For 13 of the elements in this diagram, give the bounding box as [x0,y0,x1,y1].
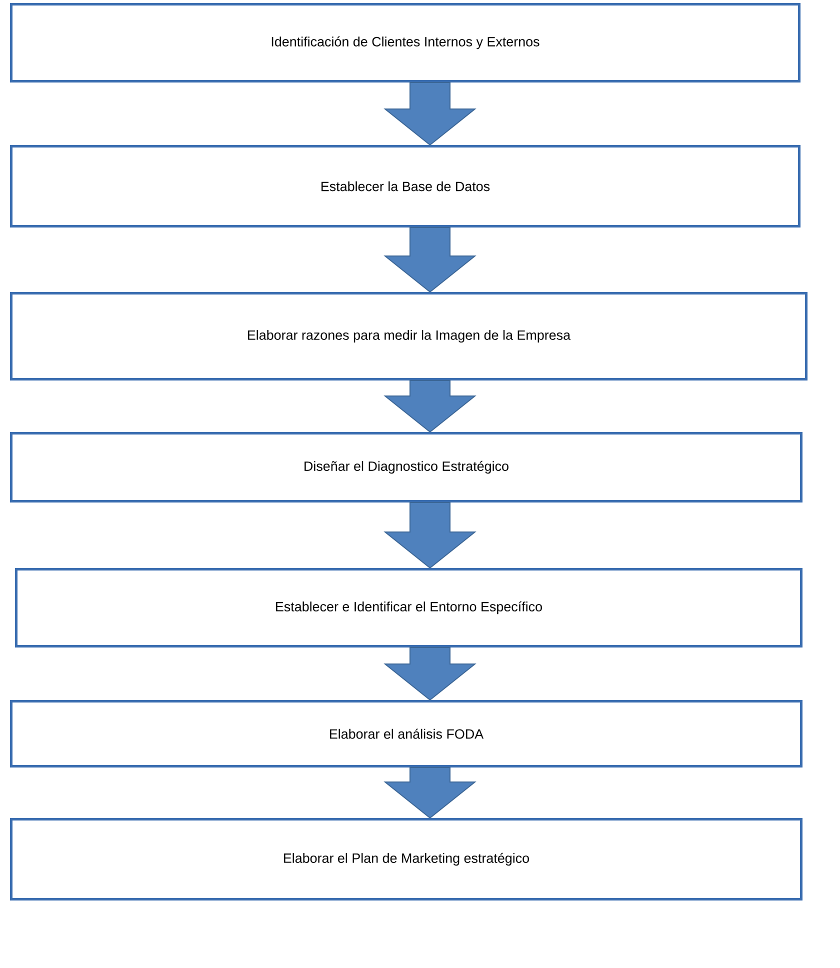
block-arrow [384,82,476,146]
process-box: Identificación de Clientes Internos y Externos [10,3,800,82]
process-box: Elaborar razones para medir la Imagen de la Empresa [10,292,808,380]
block-arrow [384,502,476,569]
process-box: Diseñar el Diagnostico Estratégico [10,432,802,502]
block-arrow [384,767,476,819]
block-arrow [384,380,476,433]
process-box: Elaborar el Plan de Marketing estratégico [10,818,802,900]
block-arrow [384,227,476,293]
block-arrow [384,647,476,701]
process-box: Elaborar el análisis FODA [10,700,802,768]
process-box: Establecer e Identificar el Entorno Específico [15,568,802,648]
process-box: Establecer la Base de Datos [10,145,800,228]
